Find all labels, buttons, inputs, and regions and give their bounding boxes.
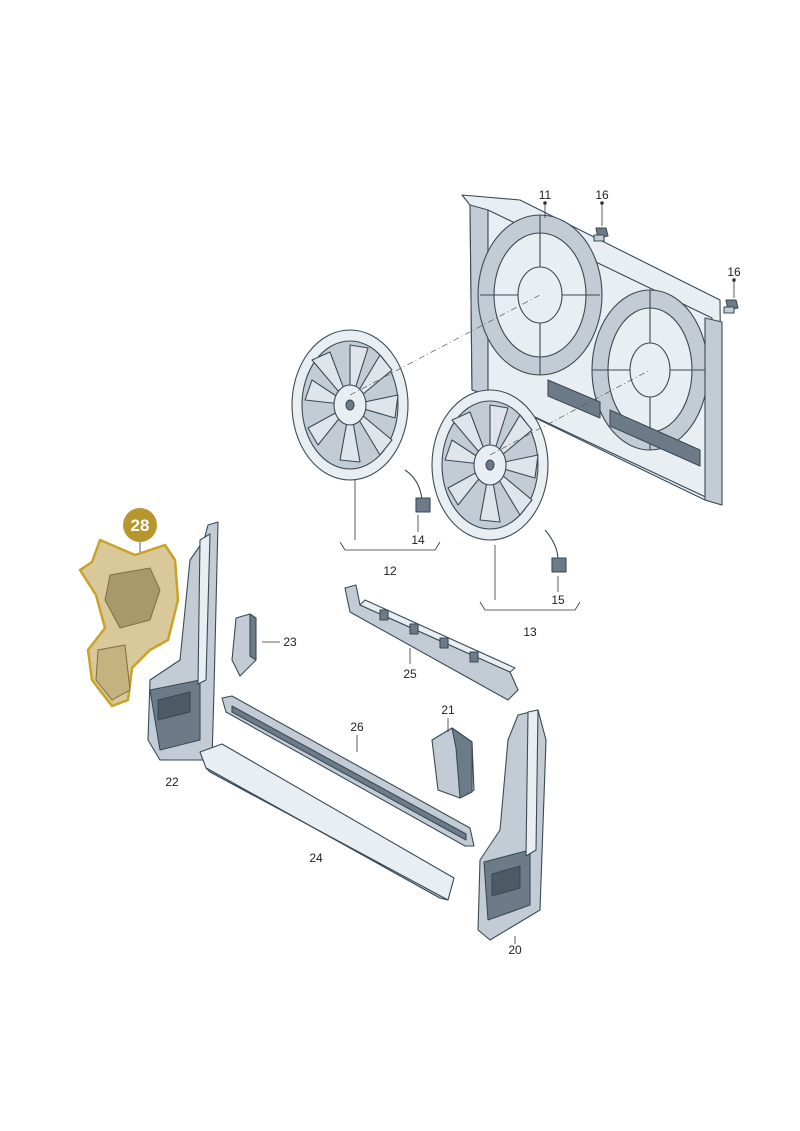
bracket-part-21[interactable] bbox=[431, 727, 475, 799]
callout-26: 26 bbox=[350, 720, 364, 734]
leader-lines bbox=[262, 201, 736, 944]
callout-23: 23 bbox=[283, 635, 297, 649]
callout-15: 15 bbox=[551, 593, 565, 607]
highlight-badge[interactable]: 28 bbox=[123, 508, 157, 542]
panel-part-24[interactable] bbox=[199, 743, 455, 901]
callout-13: 13 bbox=[523, 625, 537, 639]
air-guide-part-28[interactable] bbox=[78, 538, 180, 708]
badge-label: 28 bbox=[131, 516, 150, 535]
bracket-part-23[interactable] bbox=[231, 613, 257, 677]
callout-12: 12 bbox=[383, 564, 397, 578]
bolt-part-16-right[interactable] bbox=[723, 299, 739, 314]
bolt-part-16-upper[interactable] bbox=[593, 227, 609, 242]
side-member-part-20[interactable] bbox=[477, 709, 547, 941]
callout-16-upper: 16 bbox=[595, 188, 609, 202]
alignment-line bbox=[489, 369, 651, 456]
side-member-part-22[interactable] bbox=[147, 521, 219, 761]
alignment-line bbox=[349, 294, 541, 396]
callout-16-right: 16 bbox=[727, 265, 741, 279]
callout-25: 25 bbox=[403, 667, 417, 681]
fan-part-12[interactable] bbox=[291, 329, 431, 513]
callout-14: 14 bbox=[411, 533, 425, 547]
seal-strip-part-26[interactable] bbox=[221, 695, 475, 847]
callout-22: 22 bbox=[165, 775, 179, 789]
callout-24: 24 bbox=[309, 851, 323, 865]
bracket-part-25[interactable] bbox=[344, 584, 519, 701]
callout-21: 21 bbox=[441, 703, 455, 717]
callout-11: 11 bbox=[539, 188, 552, 202]
fan-part-13[interactable] bbox=[431, 389, 567, 573]
callout-20: 20 bbox=[508, 943, 522, 957]
fan-shroud-part-11[interactable] bbox=[461, 194, 723, 506]
